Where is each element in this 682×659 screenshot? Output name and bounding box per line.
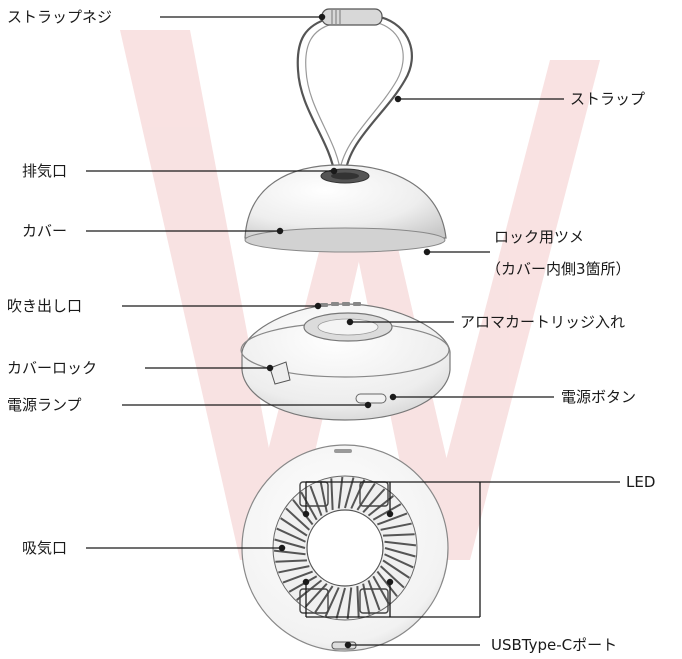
- intake-fin: [296, 579, 323, 601]
- label-cover-lock: カバーロック: [7, 359, 98, 377]
- power-button-shape: [355, 393, 387, 404]
- intake-fin: [382, 559, 410, 579]
- intake-fin: [372, 575, 390, 605]
- intake-fin: [376, 570, 398, 597]
- label-lock-claw: ロック用ツメ: [494, 228, 585, 246]
- label-power-button: 電源ボタン: [561, 388, 637, 406]
- intake-fin: [356, 585, 360, 618]
- label-led: LED: [626, 473, 656, 491]
- intake-fin: [380, 522, 412, 531]
- intake-fin: [282, 570, 313, 584]
- label-cover: カバー: [22, 222, 68, 240]
- intake-fin: [335, 587, 346, 619]
- leader-lines: [86, 13, 620, 649]
- intake-fin: [280, 517, 308, 537]
- cover-dome: [244, 164, 447, 253]
- main-body: [240, 302, 451, 421]
- intake-fin: [292, 499, 314, 526]
- intake-fin: [346, 587, 353, 620]
- intake-fin: [367, 580, 381, 611]
- intake-fin: [377, 512, 408, 526]
- intake-fin: [382, 533, 415, 537]
- intake-fin: [276, 527, 306, 543]
- label-exhaust-port: 排気口: [22, 162, 68, 180]
- intake-fin: [288, 575, 318, 593]
- intake-fin: [372, 503, 402, 521]
- label-lock-claw-note: （カバー内側3箇所）: [486, 260, 631, 278]
- intake-fin: [379, 565, 405, 589]
- label-power-lamp: 電源ランプ: [7, 396, 82, 414]
- intake-fin: [304, 582, 328, 608]
- top-notch: [334, 449, 352, 453]
- intake-fin: [285, 507, 311, 531]
- intake-fin: [350, 479, 366, 509]
- intake-fin: [319, 481, 328, 513]
- cover-lock-tab: [269, 361, 291, 385]
- strap: [296, 15, 413, 177]
- intake-fin: [362, 488, 386, 514]
- intake-fin: [314, 585, 334, 613]
- intake-fin: [275, 559, 308, 563]
- label-strap-screw: ストラップネジ: [7, 8, 113, 26]
- label-strap: ストラップ: [570, 90, 646, 108]
- strap-screw: [321, 8, 383, 26]
- intake-fin: [384, 547, 416, 558]
- label-air-outlet: 吹き出し口: [7, 297, 83, 315]
- intake-fin: [273, 549, 306, 556]
- intake-fin: [278, 565, 310, 574]
- label-usb-port: USBType-Cポート: [491, 636, 618, 654]
- label-intake-port: 吸気口: [22, 539, 68, 557]
- intake-fin: [330, 478, 334, 511]
- air-outlet-slots: [320, 302, 361, 307]
- intake-fin: [274, 538, 306, 549]
- base-bottom: [241, 444, 449, 652]
- intake-fin: [309, 485, 323, 516]
- intake-fin: [384, 553, 414, 569]
- label-aroma-cartridge: アロマカートリッジ入れ: [460, 313, 626, 331]
- intake-fin: [384, 540, 417, 547]
